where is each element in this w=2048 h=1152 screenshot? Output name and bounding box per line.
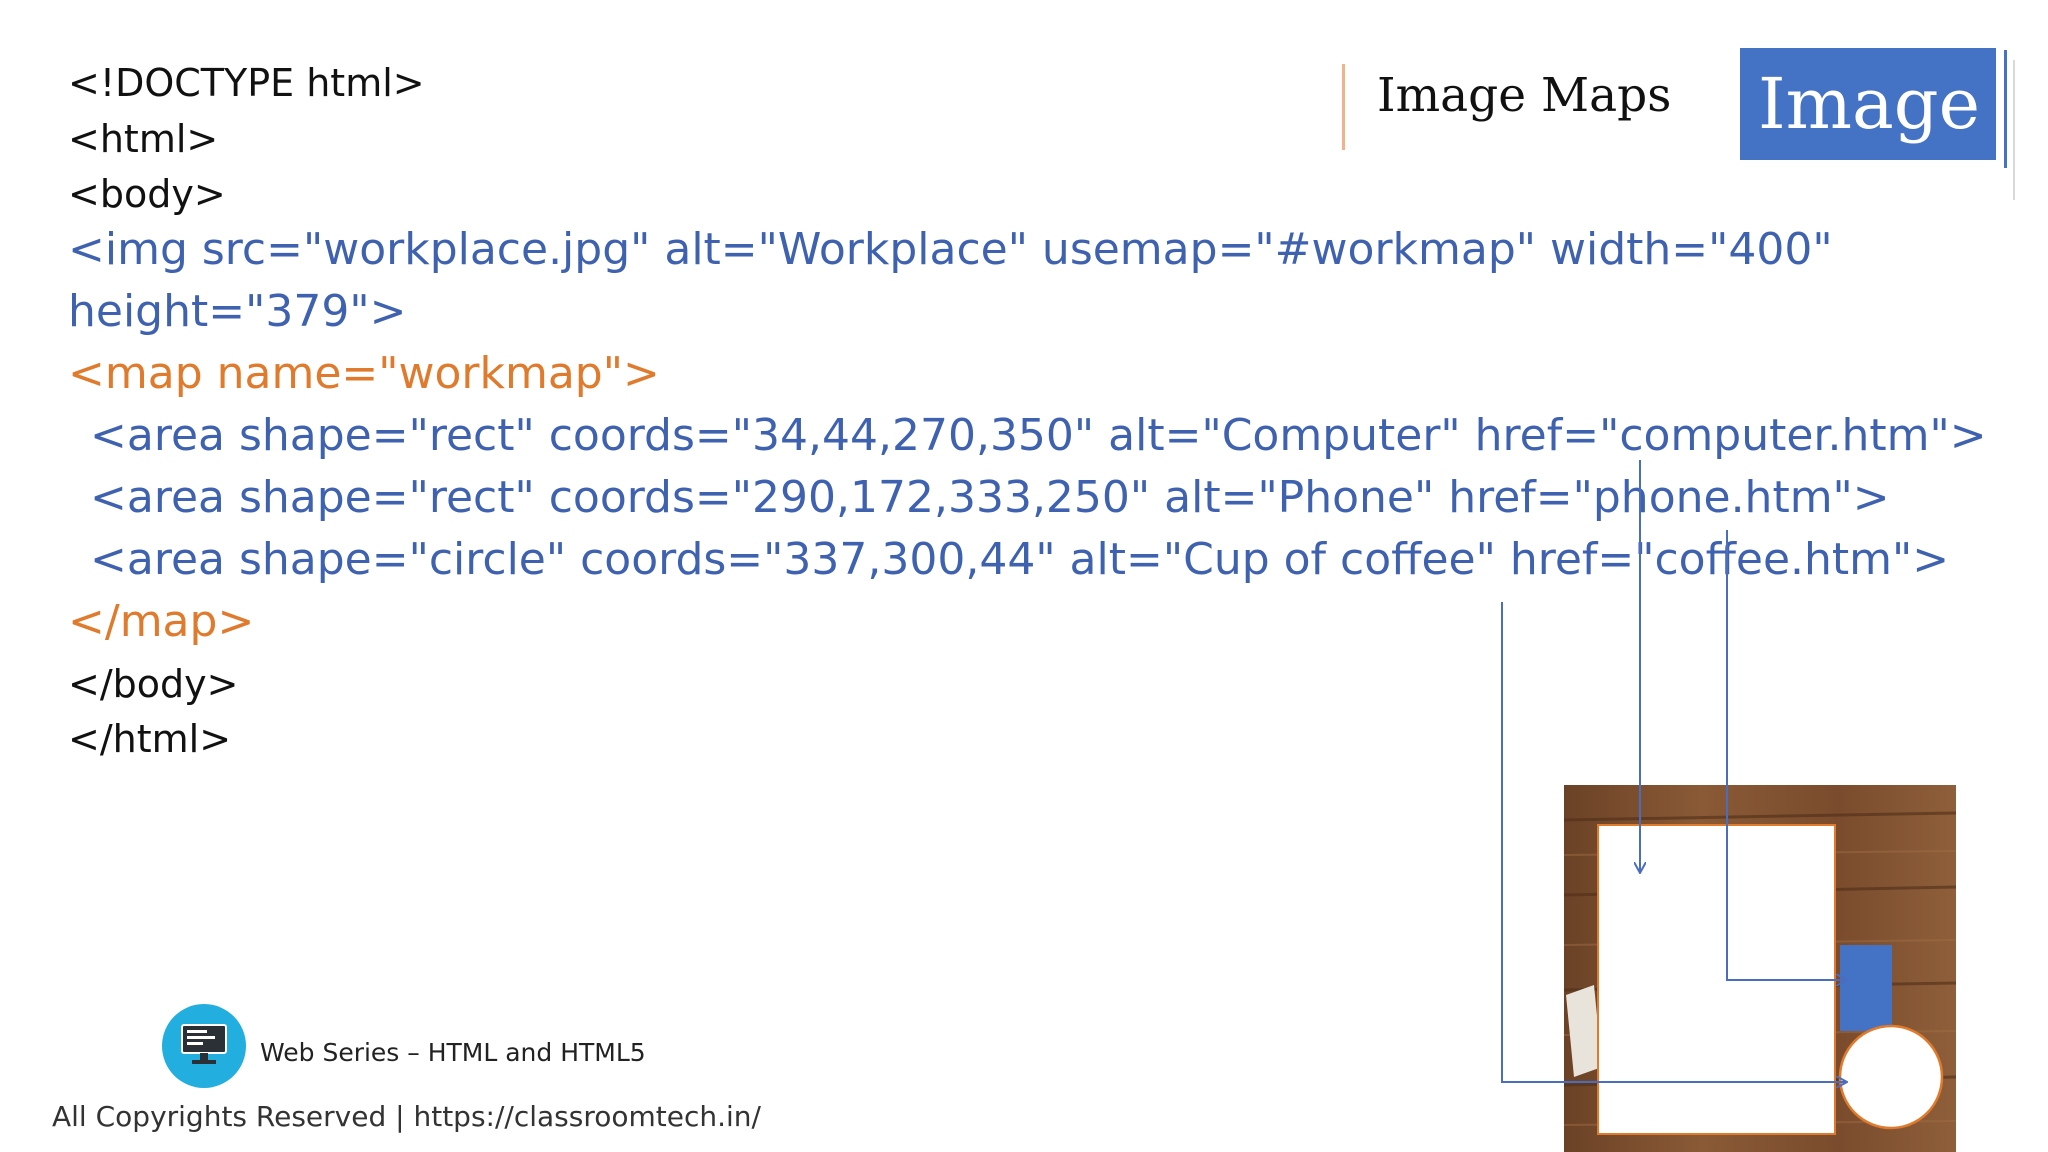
- code-line-map-open: <map name="workmap">: [68, 348, 660, 399]
- code-line-area-computer: <area shape="rect" coords="34,44,270,350…: [90, 410, 1987, 461]
- footer-logo: [162, 1004, 246, 1088]
- code-line-area-phone: <area shape="rect" coords="290,172,333,2…: [90, 472, 1890, 523]
- code-line-map-close: </map>: [68, 596, 255, 647]
- title-box-rule: [2004, 50, 2007, 168]
- code-line-html-close: </html>: [68, 717, 232, 761]
- code-line-img-tag: <img src="workplace.jpg" alt="Workplace"…: [68, 224, 1833, 275]
- title-image-box: Image: [1740, 48, 1996, 160]
- code-line-body-close: </body>: [68, 662, 239, 706]
- workplace-image: [1564, 785, 1956, 1152]
- code-line-img-height: height="379">: [68, 286, 407, 337]
- code-line-body-open: <body>: [68, 172, 226, 216]
- workplace-image-illustration: [1564, 785, 1956, 1152]
- slide-title: Image Maps: [1377, 68, 1672, 123]
- computer-monitor-icon: [179, 1022, 229, 1071]
- title-box-rule-light: [2013, 60, 2015, 200]
- code-line-html-open: <html>: [68, 117, 219, 161]
- code-line-doctype: <!DOCTYPE html>: [68, 61, 425, 105]
- footer-series-label: Web Series – HTML and HTML5: [260, 1038, 646, 1067]
- title-accent-bar: [1342, 64, 1345, 150]
- code-line-area-coffee: <area shape="circle" coords="337,300,44"…: [90, 534, 1950, 585]
- footer-copyright: All Copyrights Reserved | https://classr…: [52, 1100, 761, 1133]
